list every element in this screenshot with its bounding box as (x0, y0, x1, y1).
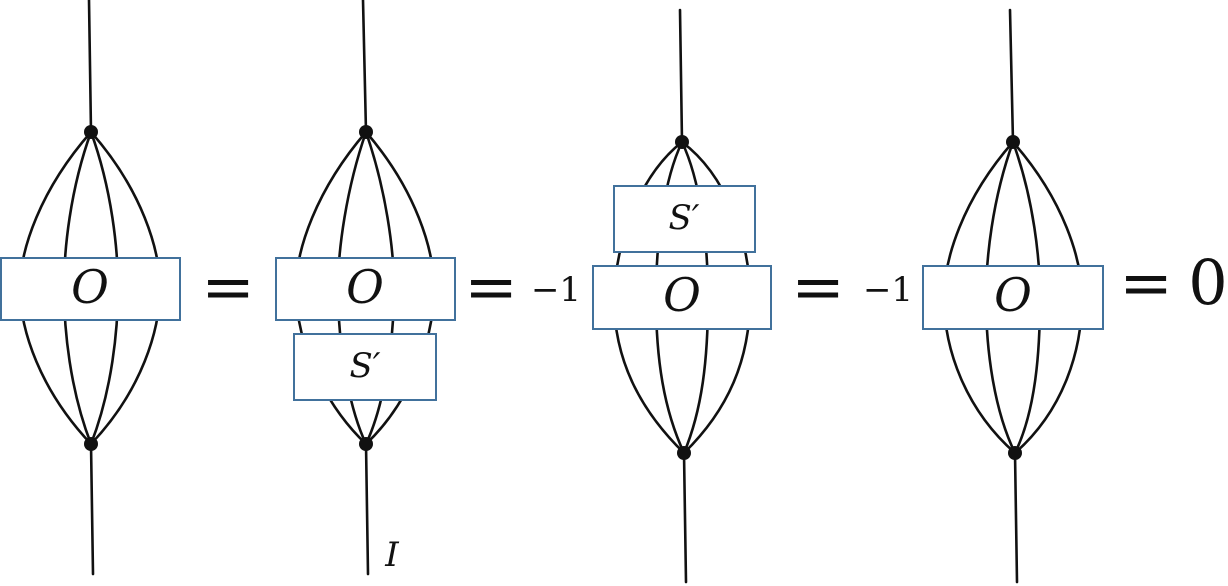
d2-bottom-leg (364, 442, 370, 576)
d3-top-leg (678, 8, 684, 144)
d2-sub-operator-box (293, 333, 437, 401)
d2-top-node (359, 125, 373, 139)
d2-sub-operator-label: S′ (349, 346, 380, 386)
d1-bottom-leg (89, 442, 95, 576)
d1-operator-label: O (71, 260, 109, 314)
d4-top-leg (1008, 8, 1015, 144)
d4-operator-label: O (994, 268, 1032, 322)
d2-operator-label: O (346, 260, 384, 314)
d4-bottom-node (1008, 446, 1022, 460)
d3-bottom-leg (682, 451, 688, 584)
d3-top-node (675, 135, 689, 149)
coefficient-1: −1 (531, 270, 581, 310)
d2-operator-box (275, 257, 456, 321)
d1-top-leg (87, 0, 93, 134)
d3-operator-label: O (663, 268, 701, 322)
diagram-4: O (922, 8, 1104, 584)
d2-top-leg (361, 0, 368, 134)
result-value: 0 (1188, 246, 1227, 319)
d1-operator-box (0, 257, 181, 321)
d3-operator-box (592, 265, 772, 330)
equals-sign-3: = (791, 251, 845, 325)
diagram-2: O S′ I (275, 0, 456, 576)
d3-sub-operator-label: S′ (668, 198, 699, 238)
coefficient-2: −1 (863, 270, 913, 310)
d2-leg-label: I (384, 535, 399, 575)
d1-top-node (84, 125, 98, 139)
d4-operator-box (922, 265, 1104, 330)
equals-sign-1: = (201, 251, 255, 325)
d2-bottom-node (359, 437, 373, 451)
d3-bottom-node (677, 446, 691, 460)
equals-sign-2: = (464, 251, 518, 325)
d4-top-node (1006, 135, 1020, 149)
d1-bottom-node (84, 437, 98, 451)
diagram-3: S′ O (592, 8, 772, 584)
d3-sub-operator-box (613, 185, 756, 253)
diagram-1: O (0, 0, 181, 576)
d4-bottom-leg (1013, 451, 1019, 584)
equals-sign-4: = (1119, 247, 1173, 321)
